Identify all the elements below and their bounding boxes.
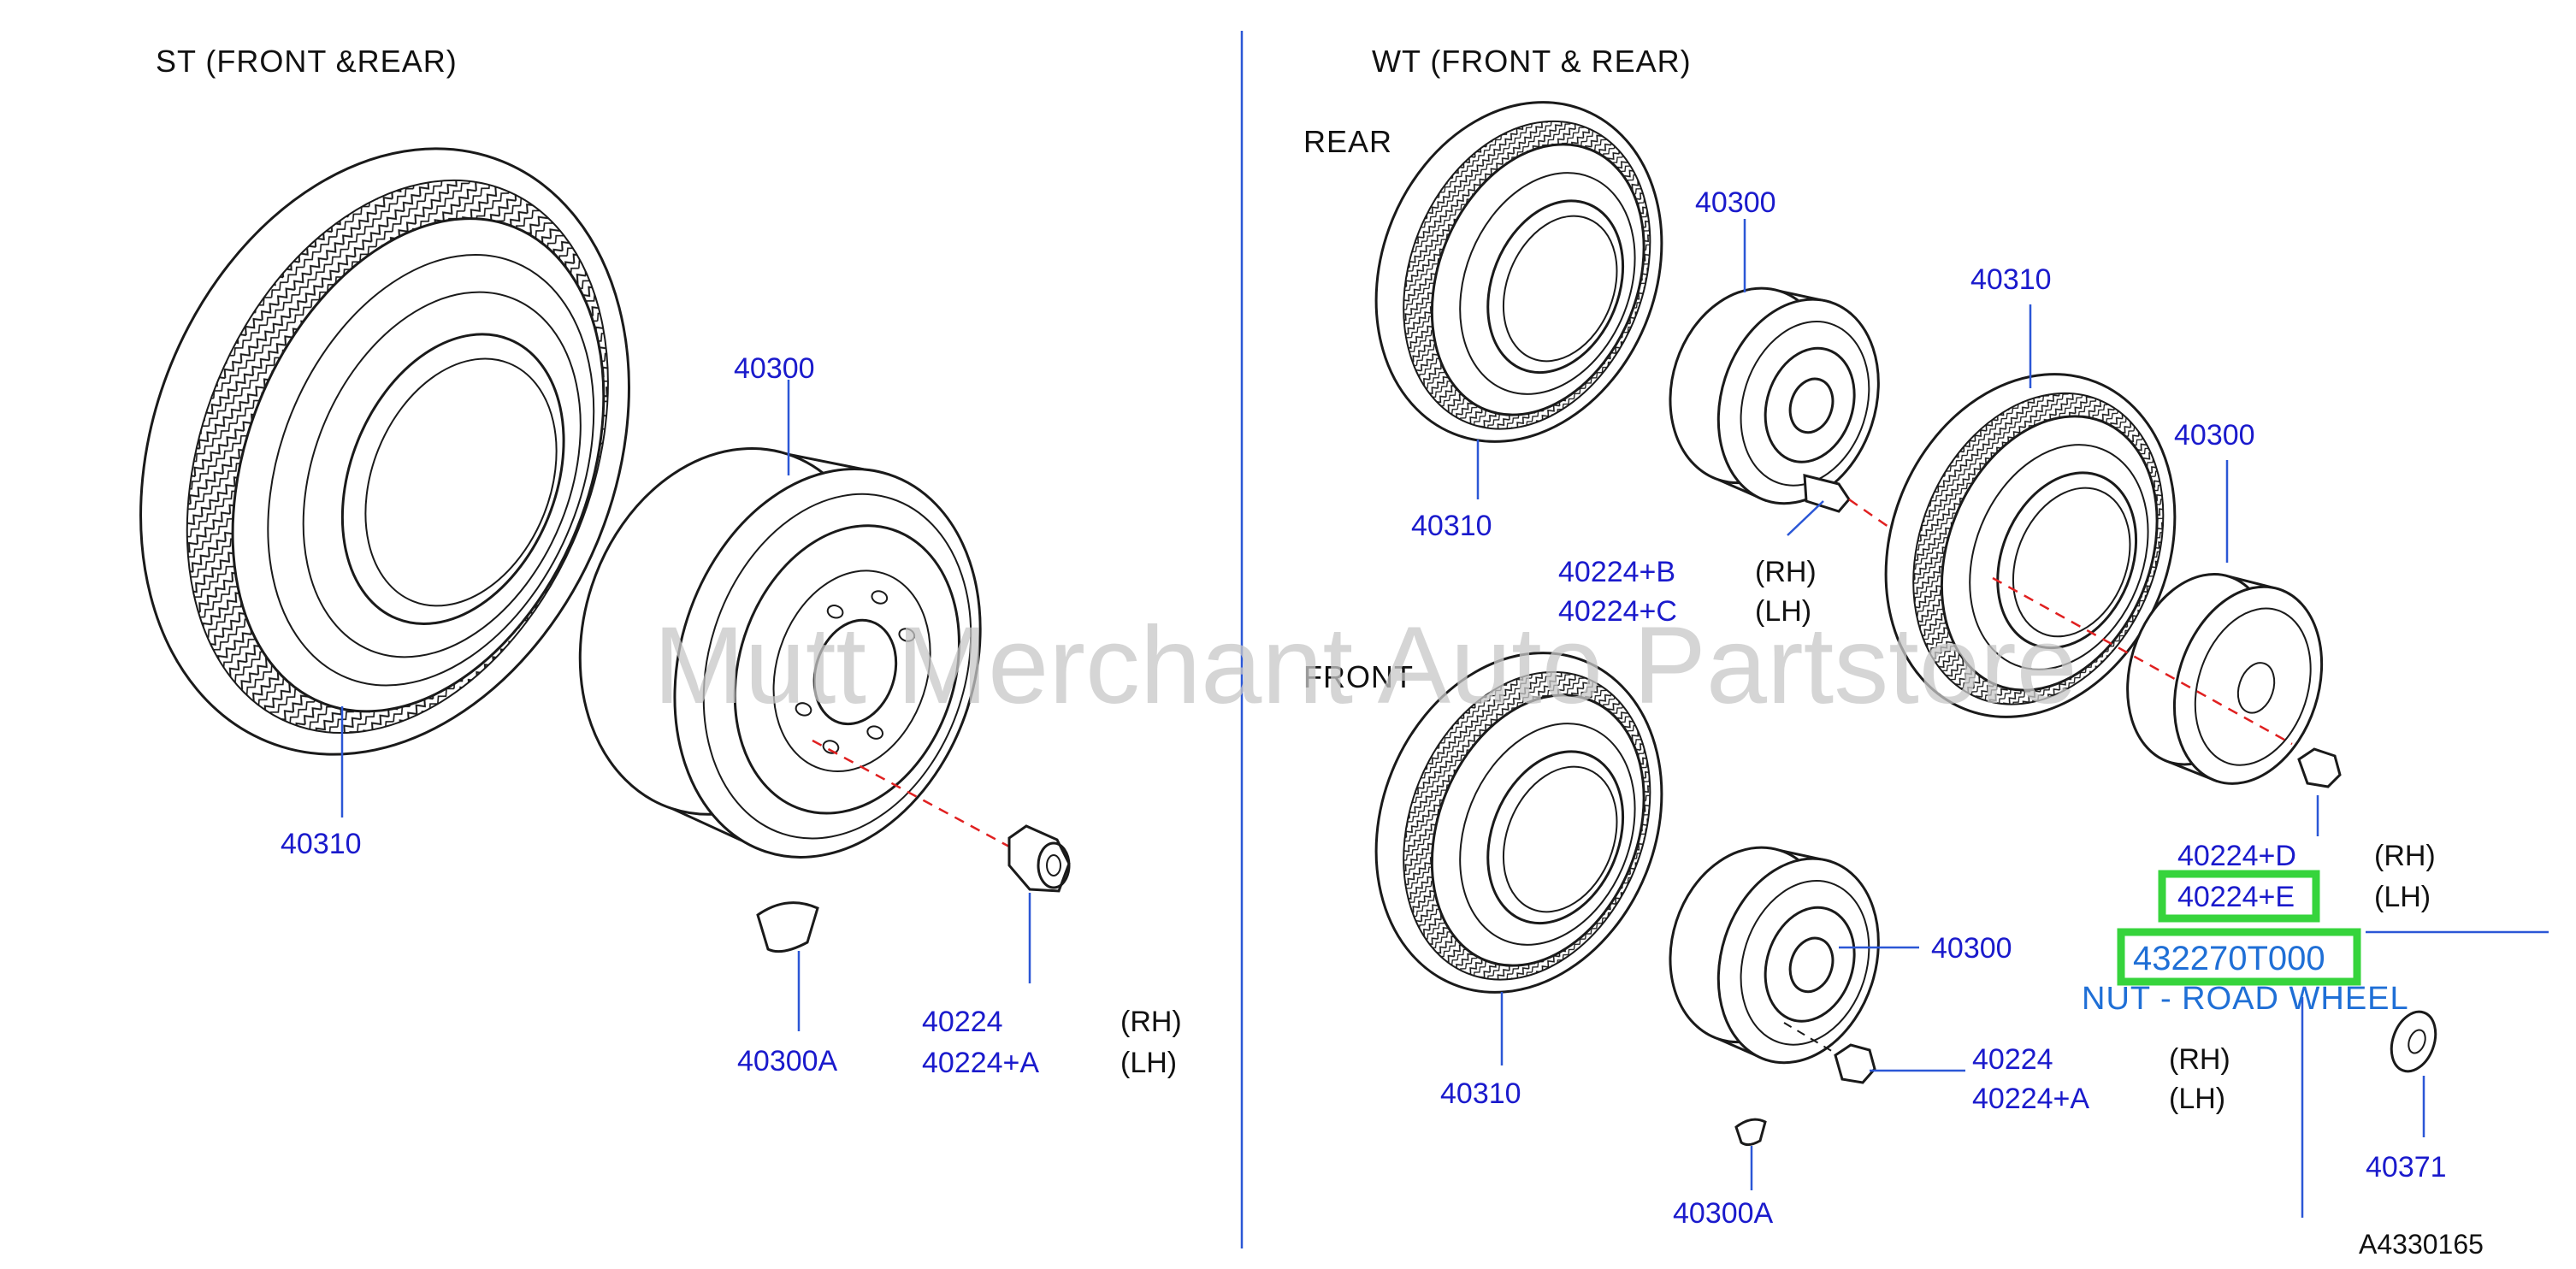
st-wheel-label[interactable]: 40300 bbox=[734, 352, 815, 385]
st-nut-lh-label[interactable]: 40224+A bbox=[922, 1047, 1039, 1079]
wt-front-tire-illustration bbox=[1374, 652, 1663, 994]
wt-mid-tire-illustration bbox=[1884, 373, 2177, 718]
wt-front-tire-label[interactable]: 40310 bbox=[1440, 1077, 1521, 1110]
watermark: Mutt Merchant Auto Partstore bbox=[653, 605, 2077, 727]
wt-mid-wheel-illustration bbox=[2126, 573, 2324, 785]
wt-front-wheel-label[interactable]: 40300 bbox=[1931, 932, 2012, 965]
highlight-box-small bbox=[2158, 870, 2320, 923]
wt-rear-wheel-illustration bbox=[1669, 286, 1880, 505]
st-section-title: ST (FRONT &REAR) bbox=[156, 44, 458, 79]
st-tire-illustration bbox=[139, 147, 630, 756]
st-balance-weight-illustration bbox=[756, 901, 819, 953]
wt-balance-weight-illustration bbox=[1734, 1118, 1767, 1147]
wt-rear-bolt-rh-label[interactable]: 40224+B bbox=[1558, 556, 1675, 588]
st-rh-label: (RH) bbox=[1120, 1006, 1182, 1038]
st-nut-illustration bbox=[812, 739, 1071, 893]
wt-front-heading: FRONT bbox=[1303, 659, 1414, 694]
wt-rear-tire-illustration bbox=[1374, 101, 1663, 443]
wt-rear-wheel-label[interactable]: 40300 bbox=[1695, 186, 1776, 219]
wt-rear-rh-label: (RH) bbox=[1755, 556, 1817, 588]
st-tire-label[interactable]: 40310 bbox=[281, 828, 362, 860]
wt-leader-lines bbox=[1476, 219, 2549, 1218]
wt-washer-label[interactable]: 40371 bbox=[2366, 1151, 2447, 1183]
wt-balance-weight-label[interactable]: 40300A bbox=[1673, 1197, 1774, 1230]
diagram-code: A4330165 bbox=[2359, 1229, 2484, 1260]
highlight-part-number[interactable]: 432270T000 bbox=[2133, 940, 2325, 977]
st-balance-weight-label[interactable]: 40300A bbox=[737, 1045, 838, 1077]
st-leader-lines bbox=[340, 380, 1031, 1031]
wt-front-lh-label: (LH) bbox=[2169, 1083, 2225, 1115]
wt-mid-lh-label: (LH) bbox=[2374, 881, 2431, 913]
wt-mid-wheel-label[interactable]: 40300 bbox=[2174, 419, 2255, 452]
highlight-box-main bbox=[2117, 928, 2361, 986]
highlight-description[interactable]: NUT - ROAD WHEEL bbox=[2082, 981, 2409, 1017]
wt-front-nut-lh-label[interactable]: 40224+A bbox=[1972, 1083, 2089, 1115]
wt-mid-rh-label: (RH) bbox=[2374, 840, 2436, 872]
wt-rear-heading: REAR bbox=[1303, 124, 1392, 159]
wt-rear-tire-label[interactable]: 40310 bbox=[1411, 510, 1492, 542]
wt-front-rh-label: (RH) bbox=[2169, 1043, 2230, 1076]
wt-mid-centerline bbox=[1992, 576, 2293, 746]
wt-section-title: WT (FRONT & REAR) bbox=[1372, 44, 1692, 79]
wt-mid-nut-illustration bbox=[2297, 747, 2342, 788]
wt-front-nut-rh-label[interactable]: 40224 bbox=[1972, 1043, 2053, 1076]
wt-mid-tire-label[interactable]: 40310 bbox=[1970, 263, 2052, 296]
st-wheel-illustration bbox=[578, 446, 982, 859]
wt-mid-nut-rh-label[interactable]: 40224+D bbox=[2177, 840, 2296, 872]
wt-rear-bolt-lh-label[interactable]: 40224+C bbox=[1558, 595, 1677, 628]
wt-washer-illustration bbox=[2390, 1010, 2437, 1073]
st-lh-label: (LH) bbox=[1120, 1047, 1177, 1079]
wt-rear-lh-label: (LH) bbox=[1755, 595, 1811, 628]
wt-mid-nut-lh-label[interactable]: 40224+E bbox=[2177, 881, 2295, 913]
wt-front-wheel-illustration bbox=[1669, 846, 1880, 1065]
st-nut-rh-label[interactable]: 40224 bbox=[922, 1006, 1003, 1038]
wt-front-nut-illustration bbox=[1783, 1022, 1876, 1084]
